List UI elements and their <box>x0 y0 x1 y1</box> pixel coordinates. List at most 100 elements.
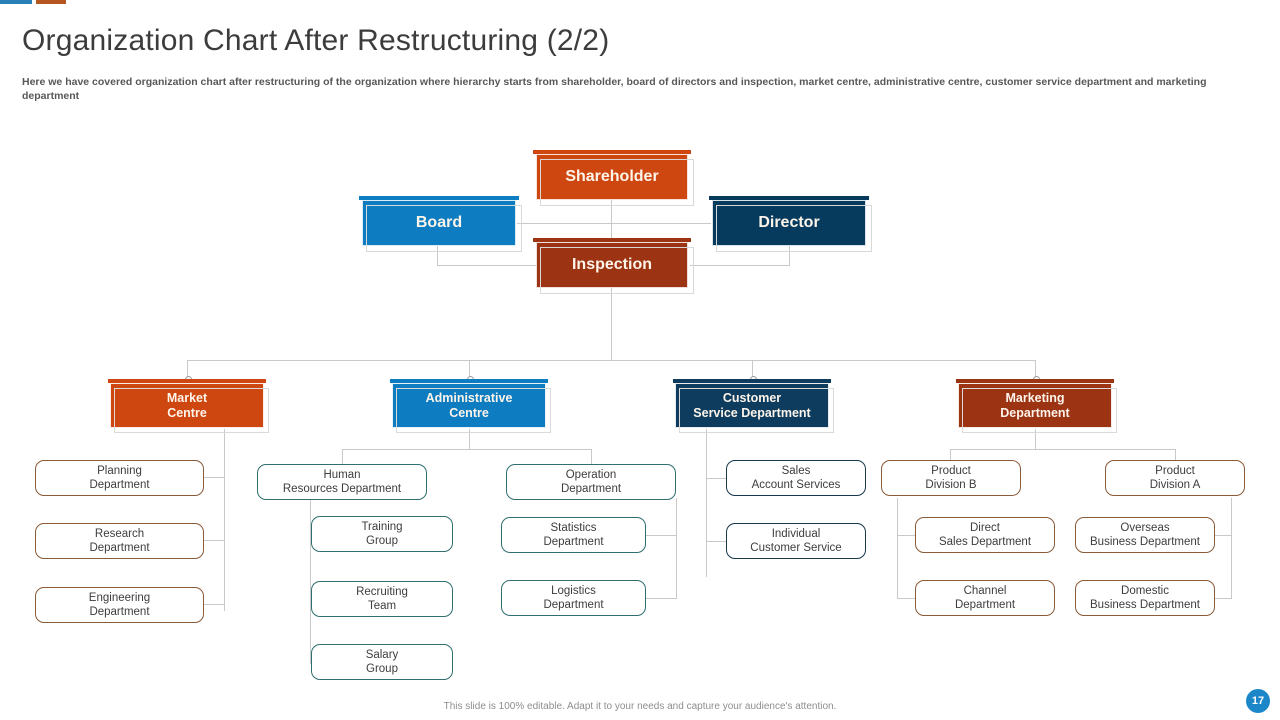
connector-customer-sales <box>706 478 726 479</box>
connector-shareholder-inspection <box>611 178 612 264</box>
connector-divb-spine <box>897 498 898 598</box>
connector-inspection-down <box>611 288 612 360</box>
node-market-centre-line2: Centre <box>167 405 207 420</box>
leaf-engineering-line2: Department <box>89 606 150 618</box>
connector-customer-spine <box>706 429 707 577</box>
leaf-domestic-line2: Business Department <box>1090 599 1200 611</box>
leaf-individual-line1: Individual <box>771 528 821 540</box>
connector-diva-domestic <box>1213 598 1232 599</box>
leaf-statistics-department[interactable]: Statistics Department <box>501 517 646 553</box>
connector-drop-administrative <box>469 360 470 379</box>
connector-divb-channel <box>897 598 917 599</box>
node-administrative-centre-line2: Centre <box>449 405 489 420</box>
connector-board-spine <box>517 223 612 224</box>
node-customer-service-line1: Customer <box>722 390 782 405</box>
leaf-channel-department[interactable]: Channel Department <box>915 580 1055 616</box>
leaf-direct-sales-department[interactable]: Direct Sales Department <box>915 517 1055 553</box>
leaf-operation-department[interactable]: Operation Department <box>506 464 676 500</box>
leaf-engineering-line1: Engineering <box>88 592 151 604</box>
page-subtitle: Here we have covered organization chart … <box>22 76 1207 102</box>
connector-marketing-divb <box>950 449 951 470</box>
connector-drop-customer <box>752 360 753 379</box>
leaf-domestic-business-department[interactable]: Domestic Business Department <box>1075 580 1215 616</box>
node-customer-service-department[interactable]: Customer Service Department <box>673 379 834 433</box>
leaf-research-line1: Research <box>94 528 145 540</box>
connector-diva-spine <box>1231 498 1232 598</box>
leaf-logistics-line1: Logistics <box>551 585 596 597</box>
leaf-direct-sales-line1: Direct <box>969 522 1000 534</box>
node-inspection-label: Inspection <box>571 256 652 273</box>
connector-market-engineering <box>204 604 225 605</box>
node-customer-service-line2: Service Department <box>693 405 811 420</box>
node-inspection[interactable]: Inspection <box>533 238 694 294</box>
leaf-proddiv-a-line2: Division A <box>1149 479 1201 491</box>
leaf-logistics-department[interactable]: Logistics Department <box>501 580 646 616</box>
leaf-research-department[interactable]: Research Department <box>35 523 204 559</box>
node-market-centre[interactable]: Market Centre <box>108 379 269 433</box>
page-title: Organization Chart After Restructuring (… <box>22 24 610 57</box>
connector-hr-spine <box>310 498 311 664</box>
leaf-overseas-business-department[interactable]: Overseas Business Department <box>1075 517 1215 553</box>
node-marketing-department[interactable]: Marketing Department <box>956 379 1117 433</box>
node-marketing-line1: Marketing <box>1005 390 1065 405</box>
node-board[interactable]: Board <box>359 196 522 252</box>
leaf-recruiting-team[interactable]: Recruiting Team <box>311 581 453 617</box>
leaf-domestic-line1: Domestic <box>1121 585 1169 597</box>
leaf-product-division-b[interactable]: Product Division B <box>881 460 1021 496</box>
node-shareholder[interactable]: Shareholder <box>533 150 694 206</box>
connector-admin-split <box>342 449 592 450</box>
leaf-logistics-line2: Department <box>543 599 604 611</box>
page-number-badge: 17 <box>1246 689 1270 713</box>
leaf-product-division-a[interactable]: Product Division A <box>1105 460 1245 496</box>
leaf-planning-line1: Planning <box>97 465 142 477</box>
connector-operation-logistics <box>646 598 677 599</box>
leaf-engineering-department[interactable]: Engineering Department <box>35 587 204 623</box>
leaf-proddiv-b-line2: Division B <box>925 479 977 491</box>
node-board-label: Board <box>415 214 463 231</box>
node-administrative-centre[interactable]: Administrative Centre <box>390 379 551 433</box>
connector-drop-marketing <box>1035 360 1036 379</box>
leaf-human-resources-department[interactable]: Human Resources Department <box>257 464 427 500</box>
connector-marketing-down <box>1035 429 1036 449</box>
leaf-statistics-line1: Statistics <box>550 522 597 534</box>
leaf-individual-customer-service[interactable]: Individual Customer Service <box>726 523 866 559</box>
connector-operation-spine <box>676 498 677 598</box>
node-market-centre-line1: Market <box>166 390 208 405</box>
leaf-hr-line2: Resources Department <box>282 483 402 495</box>
connector-board-to-inspection <box>437 265 537 266</box>
node-director[interactable]: Director <box>709 196 872 252</box>
connector-market-spine <box>224 429 225 611</box>
connector-market-research <box>204 540 225 541</box>
connector-board-drop <box>437 246 438 265</box>
leaf-salary-line1: Salary <box>365 649 399 661</box>
leaf-operation-line2: Department <box>560 483 622 495</box>
leaf-direct-sales-line2: Sales Department <box>938 536 1032 548</box>
leaf-channel-line1: Channel <box>963 585 1007 597</box>
org-chart: Shareholder Board Director Inspection Ma… <box>0 130 1280 690</box>
leaf-proddiv-b-line1: Product <box>931 465 971 477</box>
connector-operation-statistics <box>646 535 677 536</box>
connector-director-to-inspection <box>690 265 790 266</box>
leaf-training-line1: Training <box>361 521 403 533</box>
leaf-salary-line2: Group <box>366 663 398 675</box>
node-director-label: Director <box>758 214 820 231</box>
leaf-training-line2: Group <box>366 535 398 547</box>
connector-director-drop <box>789 246 790 265</box>
leaf-salary-group[interactable]: Salary Group <box>311 644 453 680</box>
leaf-operation-line1: Operation <box>565 469 617 481</box>
connector-department-distributor <box>187 360 1036 361</box>
leaf-planning-department[interactable]: Planning Department <box>35 460 204 496</box>
leaf-proddiv-a-line1: Product <box>1155 465 1195 477</box>
accent-bar-blue <box>0 0 32 4</box>
connector-marketing-split <box>950 449 1176 450</box>
leaf-overseas-line1: Overseas <box>1120 522 1170 534</box>
node-shareholder-label: Shareholder <box>565 168 659 185</box>
connector-admin-hr <box>342 449 343 470</box>
leaf-sales-account-services[interactable]: Sales Account Services <box>726 460 866 496</box>
leaf-training-group[interactable]: Training Group <box>311 516 453 552</box>
leaf-sales-account-line1: Sales <box>781 465 811 477</box>
leaf-statistics-line2: Department <box>543 536 604 548</box>
connector-diva-overseas <box>1213 535 1232 536</box>
leaf-individual-line2: Customer Service <box>750 542 842 554</box>
leaf-hr-line1: Human <box>323 469 361 481</box>
